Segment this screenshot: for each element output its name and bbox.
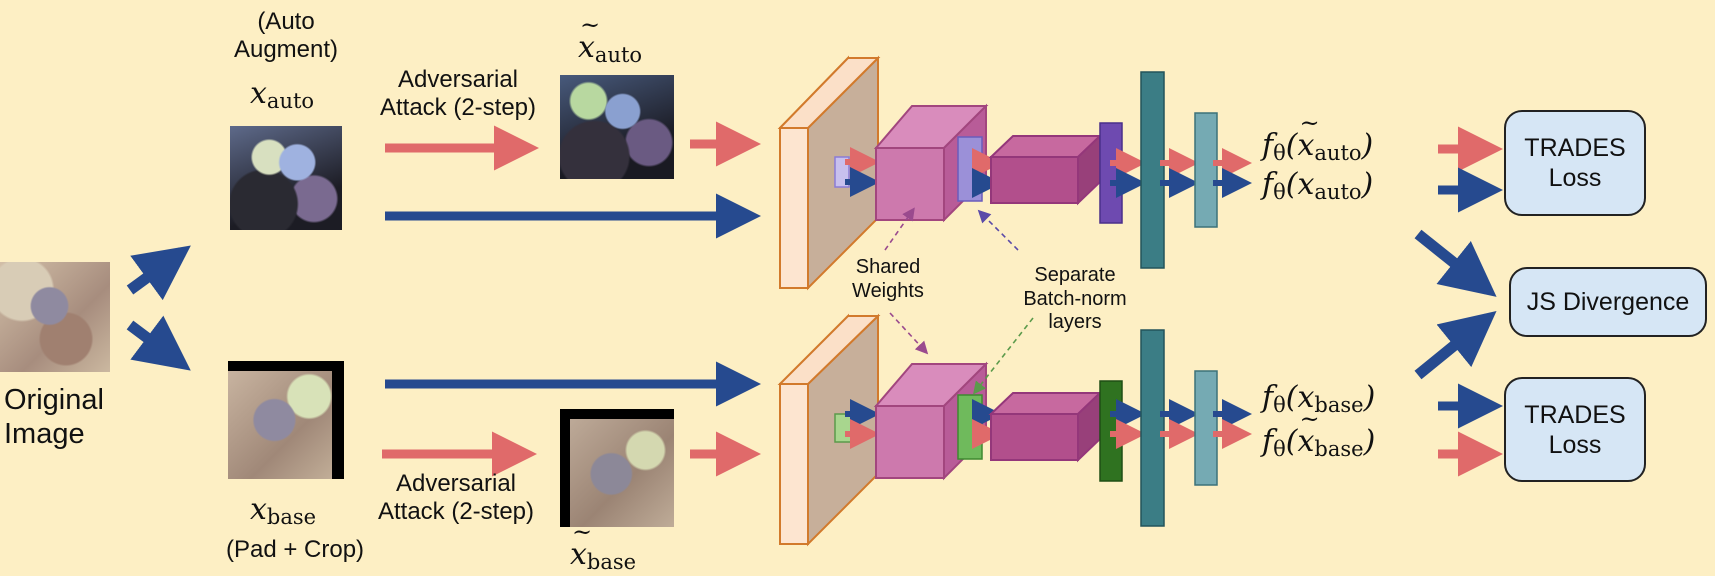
- top-conv1-front: [875, 147, 945, 221]
- top-trades-loss-label: TRADES Loss: [1524, 134, 1626, 192]
- top-fc1: [1140, 71, 1165, 269]
- f-x-base-adv-output: fθ(xbase): [1262, 405, 1375, 461]
- bottom-conv1-front: [875, 405, 945, 479]
- x-auto-symbol: xauto: [250, 76, 315, 113]
- bottom-input-slab-front: [779, 383, 809, 545]
- auto-augment-image: [230, 126, 342, 230]
- top-fc2: [1194, 112, 1218, 228]
- separate-bn-label: Separate Batch-norm layers: [1023, 264, 1127, 334]
- bottom-conv2-front: [990, 413, 1079, 461]
- f-x-base-output: fθ(xbase): [1262, 380, 1376, 417]
- f-x-auto-adv-output: fθ(xauto): [1262, 109, 1373, 165]
- shared-weights-label: Shared Weights: [852, 256, 924, 302]
- pad-crop-label: (Pad + Crop): [225, 536, 365, 563]
- original-image: [0, 262, 110, 372]
- top-input-slab-front: [779, 127, 809, 289]
- x-base-symbol: xbase: [250, 492, 317, 529]
- adv-base-image: [560, 409, 674, 527]
- adv-auto-image: [560, 75, 674, 179]
- auto-augment-label: (Auto Augment): [233, 8, 339, 64]
- base-image: [228, 361, 344, 479]
- bottom-bn-input: [834, 413, 852, 443]
- top-conv2-front: [990, 156, 1079, 204]
- bottom-trades-loss-box: TRADES Loss: [1504, 377, 1646, 482]
- original-image-label: Original Image: [4, 384, 104, 451]
- top-attack-label: Adversarial Attack (2-step): [379, 66, 537, 122]
- top-bn1: [957, 136, 983, 202]
- bottom-fc1: [1140, 329, 1165, 527]
- js-divergence-label: JS Divergence: [1526, 288, 1690, 316]
- top-network: [777, 55, 1252, 291]
- bottom-network: [777, 313, 1252, 547]
- js-arrow-from-bottom: [1414, 311, 1497, 380]
- split-arrow-up: [126, 245, 191, 301]
- js-arrow-from-top: [1414, 229, 1497, 297]
- split-arrows: [126, 245, 191, 371]
- x-auto-adv-symbol: xauto: [578, 11, 642, 67]
- f-x-auto-output: fθ(xauto): [1262, 167, 1374, 204]
- bottom-trades-loss-label: TRADES Loss: [1524, 400, 1626, 459]
- bottom-attack-label: Adversarial Attack (2-step): [377, 470, 535, 526]
- separate-bn-arrow-up: [977, 209, 1019, 251]
- js-divergence-box: JS Divergence: [1509, 267, 1707, 337]
- top-bn2: [1099, 122, 1123, 224]
- shared-weights-arrow-down: [889, 312, 929, 355]
- bottom-bn1: [957, 394, 983, 460]
- split-arrow-down: [126, 315, 191, 371]
- x-base-adv-symbol: xbase: [570, 518, 636, 574]
- annotation-arrows: [884, 207, 1034, 395]
- shared-weights-arrow-up: [884, 207, 915, 251]
- bottom-fc2: [1194, 370, 1218, 486]
- top-trades-loss-box: TRADES Loss: [1504, 110, 1646, 216]
- separate-bn-arrow-down: [973, 317, 1034, 395]
